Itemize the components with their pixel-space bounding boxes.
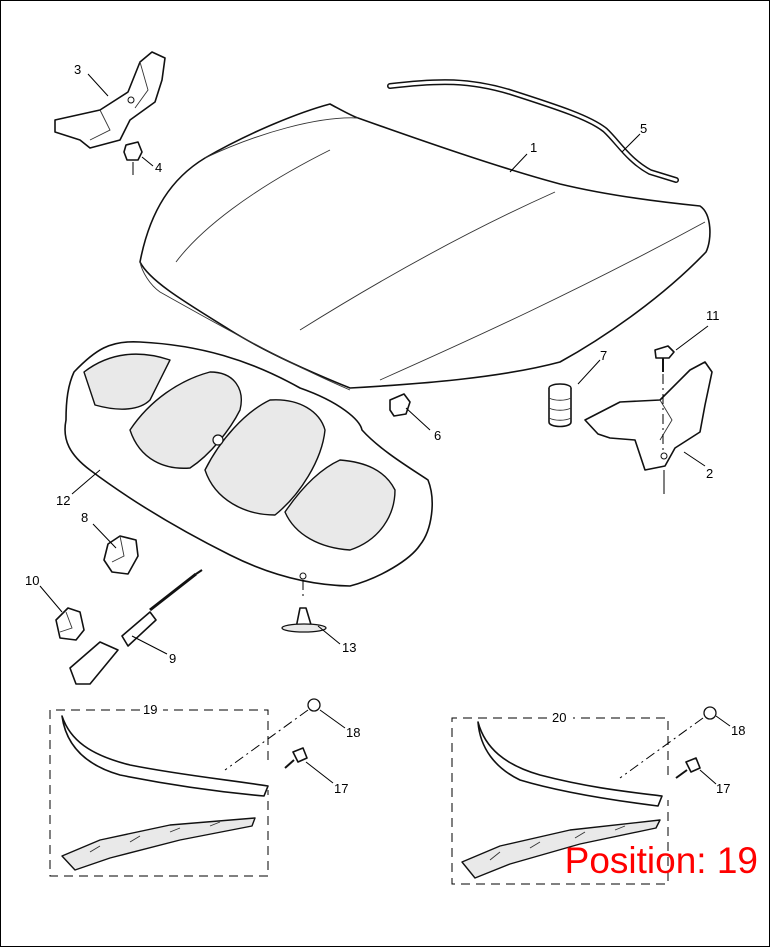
callout-18-right: 18 xyxy=(731,723,745,738)
prop-rod-retainer[interactable] xyxy=(55,607,85,641)
hood-insulator[interactable] xyxy=(64,340,433,587)
hinge-nut[interactable] xyxy=(123,141,143,175)
hood-bumper[interactable] xyxy=(548,383,572,428)
callout-numbers: 1 2 3 4 5 6 7 8 9 10 11 12 13 18 17 18 1… xyxy=(25,62,745,796)
callout-1: 1 xyxy=(530,140,537,155)
callout-12: 12 xyxy=(56,493,70,508)
callout-3: 3 xyxy=(74,62,81,77)
callout-10: 10 xyxy=(25,573,39,588)
callout-5: 5 xyxy=(640,121,647,136)
callout-17-left: 17 xyxy=(334,781,348,796)
callout-9: 9 xyxy=(169,651,176,666)
assembly-box-20 xyxy=(451,717,669,885)
callout-2: 2 xyxy=(706,466,713,481)
callout-13: 13 xyxy=(342,640,356,655)
hinge-bolt[interactable] xyxy=(654,345,675,450)
callout-11: 11 xyxy=(706,308,720,323)
hood-panel[interactable] xyxy=(139,103,711,391)
callout-17-right: 17 xyxy=(716,781,730,796)
assembly-box-19 xyxy=(49,709,269,877)
callout-4: 4 xyxy=(155,160,162,175)
fastener-18-box-20[interactable] xyxy=(619,706,717,779)
fastener-17-box-19[interactable] xyxy=(284,747,308,769)
leader-lines xyxy=(39,73,731,785)
callout-18-left: 18 xyxy=(346,725,360,740)
right-hood-hinge[interactable] xyxy=(584,361,713,494)
weatherstrip-seal[interactable] xyxy=(387,79,679,183)
fastener-17-box-20[interactable] xyxy=(675,757,701,779)
hood-stop[interactable] xyxy=(389,393,411,417)
callout-7: 7 xyxy=(600,348,607,363)
left-hood-hinge[interactable] xyxy=(54,51,166,149)
hood-prop-rod[interactable] xyxy=(69,569,203,685)
callout-20: 20 xyxy=(552,710,566,725)
insulator-retainer[interactable] xyxy=(281,580,327,633)
callout-8: 8 xyxy=(81,510,88,525)
callout-6: 6 xyxy=(434,428,441,443)
fastener-18-box-19[interactable] xyxy=(224,698,321,771)
prop-rod-clip[interactable] xyxy=(103,535,139,575)
position-overlay-label: Position: 19 xyxy=(564,840,758,881)
callout-19: 19 xyxy=(143,702,157,717)
